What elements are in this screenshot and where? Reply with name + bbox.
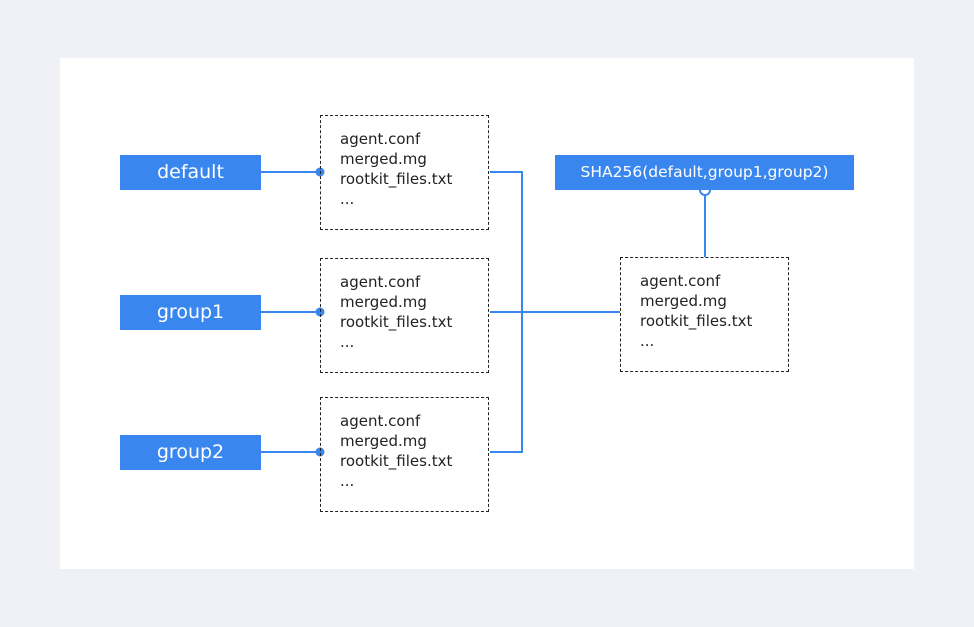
file-agent-conf: agent.conf [340, 273, 421, 291]
file-rootkit-files: rootkit_files.txt [340, 452, 453, 470]
file-ellipsis: ... [340, 333, 355, 351]
file-ellipsis: ... [340, 190, 355, 208]
file-merged-mg: merged.mg [340, 432, 427, 450]
merged-files-box: agent.conf merged.mg rootkit_files.txt .… [620, 257, 789, 372]
file-rootkit-files: rootkit_files.txt [640, 312, 753, 330]
file-rootkit-files: rootkit_files.txt [340, 170, 453, 188]
file-agent-conf: agent.conf [340, 130, 421, 148]
group-group2-label: group2 [120, 435, 261, 470]
file-agent-conf: agent.conf [640, 272, 721, 290]
file-merged-mg: merged.mg [340, 150, 427, 168]
file-ellipsis: ... [640, 332, 655, 350]
file-rootkit-files: rootkit_files.txt [340, 313, 453, 331]
file-agent-conf: agent.conf [340, 412, 421, 430]
file-merged-mg: merged.mg [340, 293, 427, 311]
group-group1-label: group1 [120, 295, 261, 330]
group2-files-box: agent.conf merged.mg rootkit_files.txt .… [320, 397, 489, 512]
file-merged-mg: merged.mg [640, 292, 727, 310]
group-default-label: default [120, 155, 261, 190]
default-files-box: agent.conf merged.mg rootkit_files.txt .… [320, 115, 489, 230]
sha256-hash-label: SHA256(default,group1,group2) [555, 155, 854, 190]
group1-files-box: agent.conf merged.mg rootkit_files.txt .… [320, 258, 489, 373]
file-ellipsis: ... [340, 472, 355, 490]
